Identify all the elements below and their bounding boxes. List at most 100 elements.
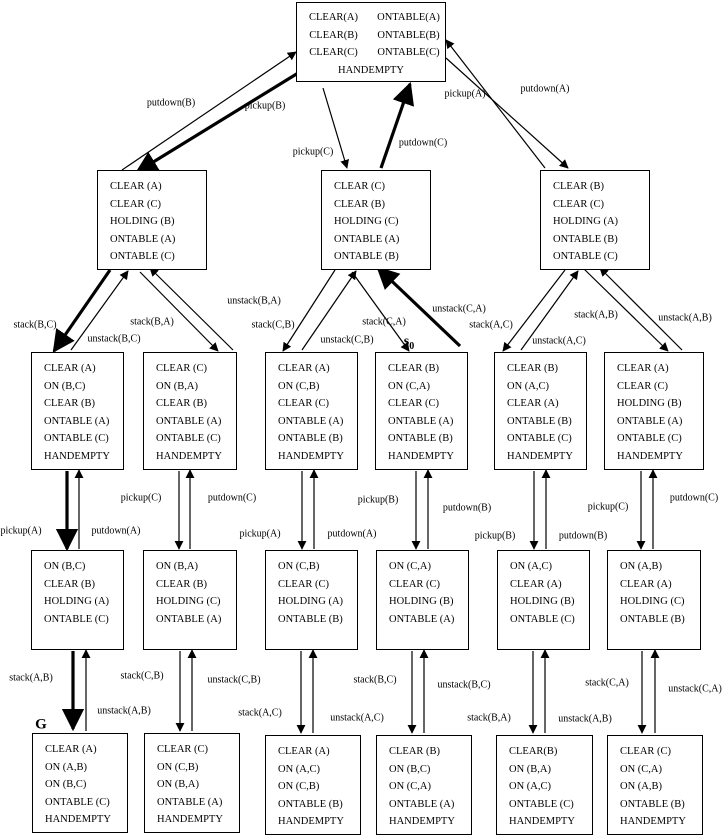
state-line: ON (C,A) (620, 763, 662, 775)
state-line: ON (C,B) (278, 380, 320, 392)
state-tower-a-c-b: CLEAR (A) ON (A,C) ON (C,B) ONTABLE (B) … (265, 735, 361, 835)
state-line: ON (C,B) (278, 561, 320, 572)
state-line: ONTABLE (A) (389, 798, 455, 810)
state-line: ONTABLE (B) (334, 251, 399, 262)
state-holding-a: CLEAR (B) CLEAR (C) HOLDING (A) ONTABLE … (540, 170, 650, 270)
edge-stack-ba (139, 271, 219, 352)
label-putdown-b-top: putdown(B) (146, 97, 196, 109)
state-on-a-c: CLEAR (B) ON (A,C) CLEAR (A) ONTABLE (B)… (494, 352, 587, 470)
state-on-b-a: CLEAR (C) ON (B,A) CLEAR (B) ONTABLE (A)… (143, 352, 237, 470)
label-b5-unstack: unstack(A,B) (558, 713, 612, 725)
state-line: ON (A,C) (509, 781, 551, 792)
label-pickup-c-top: pickup(C) (292, 146, 334, 158)
state-line: ON (A,C) (278, 763, 320, 775)
root-line: ONTABLE(A) (377, 12, 440, 23)
state-line: ON (C,B) (157, 761, 199, 773)
state-root: CLEAR(A) ONTABLE(A) CLEAR(B) ONTABLE(B) … (296, 2, 446, 82)
state-line: HOLDING (B) (110, 216, 175, 227)
root-line: CLEAR(C) (309, 47, 358, 58)
state-line: ONTABLE (A) (334, 233, 400, 245)
state-line: ONTABLE (A) (156, 415, 222, 427)
label-stack-cb: stack(C,B) (251, 319, 295, 331)
state-line: ON (B,C) (45, 779, 87, 790)
state-line: HOLDING (A) (44, 596, 110, 607)
edge-pickup-a-top (445, 39, 546, 169)
edge-stack-cb (282, 269, 336, 352)
state-line: ON (A,B) (620, 561, 662, 572)
state-line: HOLDING (A) (553, 216, 619, 227)
state-on-a-b-holding-c: ON (A,B) CLEAR (A) HOLDING (C) ONTABLE (… (607, 550, 701, 650)
state-tower-b-c-a: CLEAR (B) ON (B,C) ON (C,A) ONTABLE (A) … (376, 735, 472, 835)
state-on-b-c: CLEAR (A) ON (B,C) CLEAR (B) ONTABLE (A)… (31, 352, 124, 470)
state-line: CLEAR (A) (278, 363, 330, 374)
start-marker-subscript: 0 (409, 340, 415, 352)
state-line: ON (B,C) (389, 763, 431, 775)
state-line: HOLDING (A) (278, 596, 344, 607)
state-line: ONTABLE (C) (617, 433, 682, 444)
label-c1-putdown: putdown(A) (91, 525, 141, 537)
state-line: ONTABLE (A) (44, 415, 110, 427)
label-pickup-a-top: pickup(A) (444, 88, 486, 100)
state-line: HOLDING (C) (620, 596, 685, 607)
state-line: ON (B,C) (44, 380, 86, 392)
state-line: CLEAR (A) (620, 578, 672, 590)
state-line: CLEAR (B) (389, 746, 441, 757)
label-b6-stack: stack(C,A) (585, 677, 629, 689)
state-line: ON (B,A) (156, 561, 198, 572)
state-line: CLEAR (C) (553, 198, 605, 210)
label-putdown-c-top: putdown(C) (398, 137, 448, 149)
state-line: ON (C,A) (388, 380, 430, 392)
state-line: ONTABLE (A) (617, 415, 683, 427)
label-c5-pickup: pickup(B) (474, 530, 516, 542)
label-b2-unstack: unstack(C,B) (207, 674, 261, 686)
label-unstack-cb: unstack(C,B) (320, 334, 374, 346)
label-c3-pickup: pickup(A) (239, 528, 281, 540)
state-line: CLEAR (C) (620, 746, 672, 757)
state-line: ON (B,A) (156, 380, 198, 392)
state-line: HOLDING (B) (389, 596, 454, 607)
state-line: ON (B,C) (44, 561, 86, 572)
state-line: ONTABLE (B) (278, 613, 343, 625)
state-line: CLEAR (C) (157, 744, 209, 755)
state-line: ON (A,C) (507, 380, 549, 392)
state-line: CLEAR (A) (110, 181, 162, 192)
state-line: CLEAR (C) (617, 380, 669, 392)
edge-stack-bc (52, 269, 112, 353)
state-on-c-a-holding-b: ON (C,A) CLEAR (C) HOLDING (B) ONTABLE (… (376, 550, 469, 650)
label-b5-stack: stack(B,A) (467, 712, 511, 724)
label-pickup-b-top: pickup(B) (244, 100, 286, 112)
root-line: CLEAR(A) (309, 12, 358, 23)
state-line: ON (C,B) (278, 781, 320, 792)
edge-unstack-ab (599, 267, 683, 351)
label-b4-stack: stack(B,C) (353, 674, 397, 686)
state-line: CLEAR (B) (156, 398, 208, 409)
state-line: CLEAR (C) (278, 398, 330, 409)
state-line: CLEAR (C) (110, 198, 162, 210)
edge-unstack-ca (376, 266, 462, 348)
label-b3-unstack: unstack(A,C) (330, 712, 384, 724)
state-line: CLEAR (A) (617, 363, 669, 374)
state-line: CLEAR (A) (507, 398, 559, 409)
state-line: CLEAR (B) (553, 181, 605, 192)
state-holding-b: CLEAR (A) CLEAR (C) HOLDING (B) ONTABLE … (97, 170, 207, 270)
state-line: ONTABLE (A) (110, 233, 176, 245)
state-line: CLEAR (A) (45, 744, 97, 755)
start-marker: s0 (404, 334, 414, 352)
state-line: ONTABLE (C) (507, 433, 572, 444)
state-line: CLEAR (C) (388, 398, 440, 409)
state-on-c-b: CLEAR (A) ON (C,B) CLEAR (C) ONTABLE (A)… (265, 352, 358, 470)
state-line: ONTABLE (C) (45, 796, 110, 808)
root-line: ONTABLE(C) (377, 47, 440, 58)
state-line: HANDEMPTY (157, 814, 223, 825)
state-line: ONTABLE (A) (388, 415, 454, 427)
state-line: HANDEMPTY (389, 816, 455, 827)
state-on-c-b-holding-a: ON (C,B) CLEAR (C) HOLDING (A) ONTABLE (… (265, 550, 358, 650)
state-line: HANDEMPTY (156, 450, 222, 462)
state-line: CLEAR (C) (334, 181, 386, 192)
state-line: ONTABLE (C) (553, 251, 618, 262)
state-line: ONTABLE (B) (507, 415, 572, 427)
state-line: HANDEMPTY (278, 450, 344, 462)
state-line: CLEAR (B) (44, 398, 96, 409)
state-on-b-a-holding-c: ON (B,A) CLEAR (B) HOLDING (C) ONTABLE (… (143, 550, 237, 650)
